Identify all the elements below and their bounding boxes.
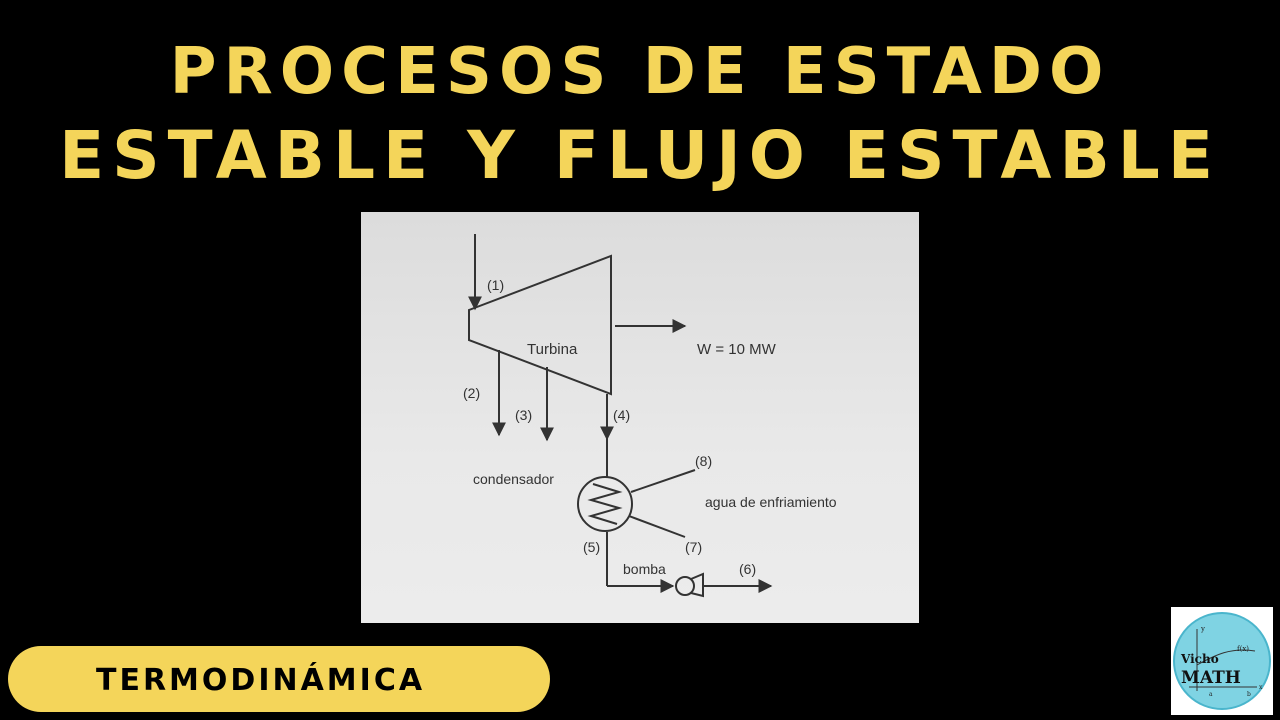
- state-label-5: (5): [583, 539, 600, 555]
- diagram-svg: (1) Turbina W = 10 MW (2) (3) (4) conden…: [463, 234, 837, 598]
- state-label-1: (1): [487, 277, 504, 293]
- cooling-water-line-7: [628, 515, 686, 538]
- logo-y: y: [1200, 625, 1205, 633]
- state-label-2: (2): [463, 385, 480, 401]
- pump-label: bomba: [623, 561, 666, 577]
- condenser-label: condensador: [473, 471, 554, 487]
- rankine-cycle-diagram: (1) Turbina W = 10 MW (2) (3) (4) conden…: [361, 212, 919, 623]
- logo-b: b: [1247, 691, 1251, 698]
- vicho-math-logo: y f(x) Vicho MATH a b x: [1171, 607, 1273, 715]
- cooling-water-label: agua de enfriamiento: [705, 494, 837, 510]
- logo-svg: y f(x) Vicho MATH a b x: [1173, 612, 1271, 710]
- state-label-8: (8): [695, 453, 712, 469]
- logo-fx: f(x): [1237, 645, 1249, 653]
- condenser-shape: [577, 476, 633, 532]
- logo-a: a: [1209, 691, 1213, 698]
- state-label-6: (6): [739, 561, 756, 577]
- state-label-7: (7): [685, 539, 702, 555]
- cooling-water-line-8: [630, 469, 696, 493]
- logo-line2: MATH: [1181, 668, 1241, 688]
- topic-badge: TERMODINÁMICA: [8, 646, 550, 712]
- turbine-label: Turbina: [527, 341, 578, 358]
- topic-badge-label: TERMODINÁMICA: [96, 663, 426, 698]
- pump-outlet-nozzle: [690, 572, 704, 598]
- logo-x: x: [1259, 684, 1263, 691]
- condenser-coil: [587, 483, 623, 525]
- logo-line1: Vicho: [1180, 652, 1219, 666]
- work-label: W = 10 MW: [697, 341, 777, 358]
- title-line-2: ESTABLE Y FLUJO ESTABLE: [59, 117, 1221, 194]
- state-label-3: (3): [515, 407, 532, 423]
- turbine-shape: [468, 254, 612, 396]
- title-line-1: PROCESOS DE ESTADO: [169, 35, 1111, 109]
- state-label-4: (4): [613, 407, 630, 423]
- pump-shape: [675, 576, 695, 596]
